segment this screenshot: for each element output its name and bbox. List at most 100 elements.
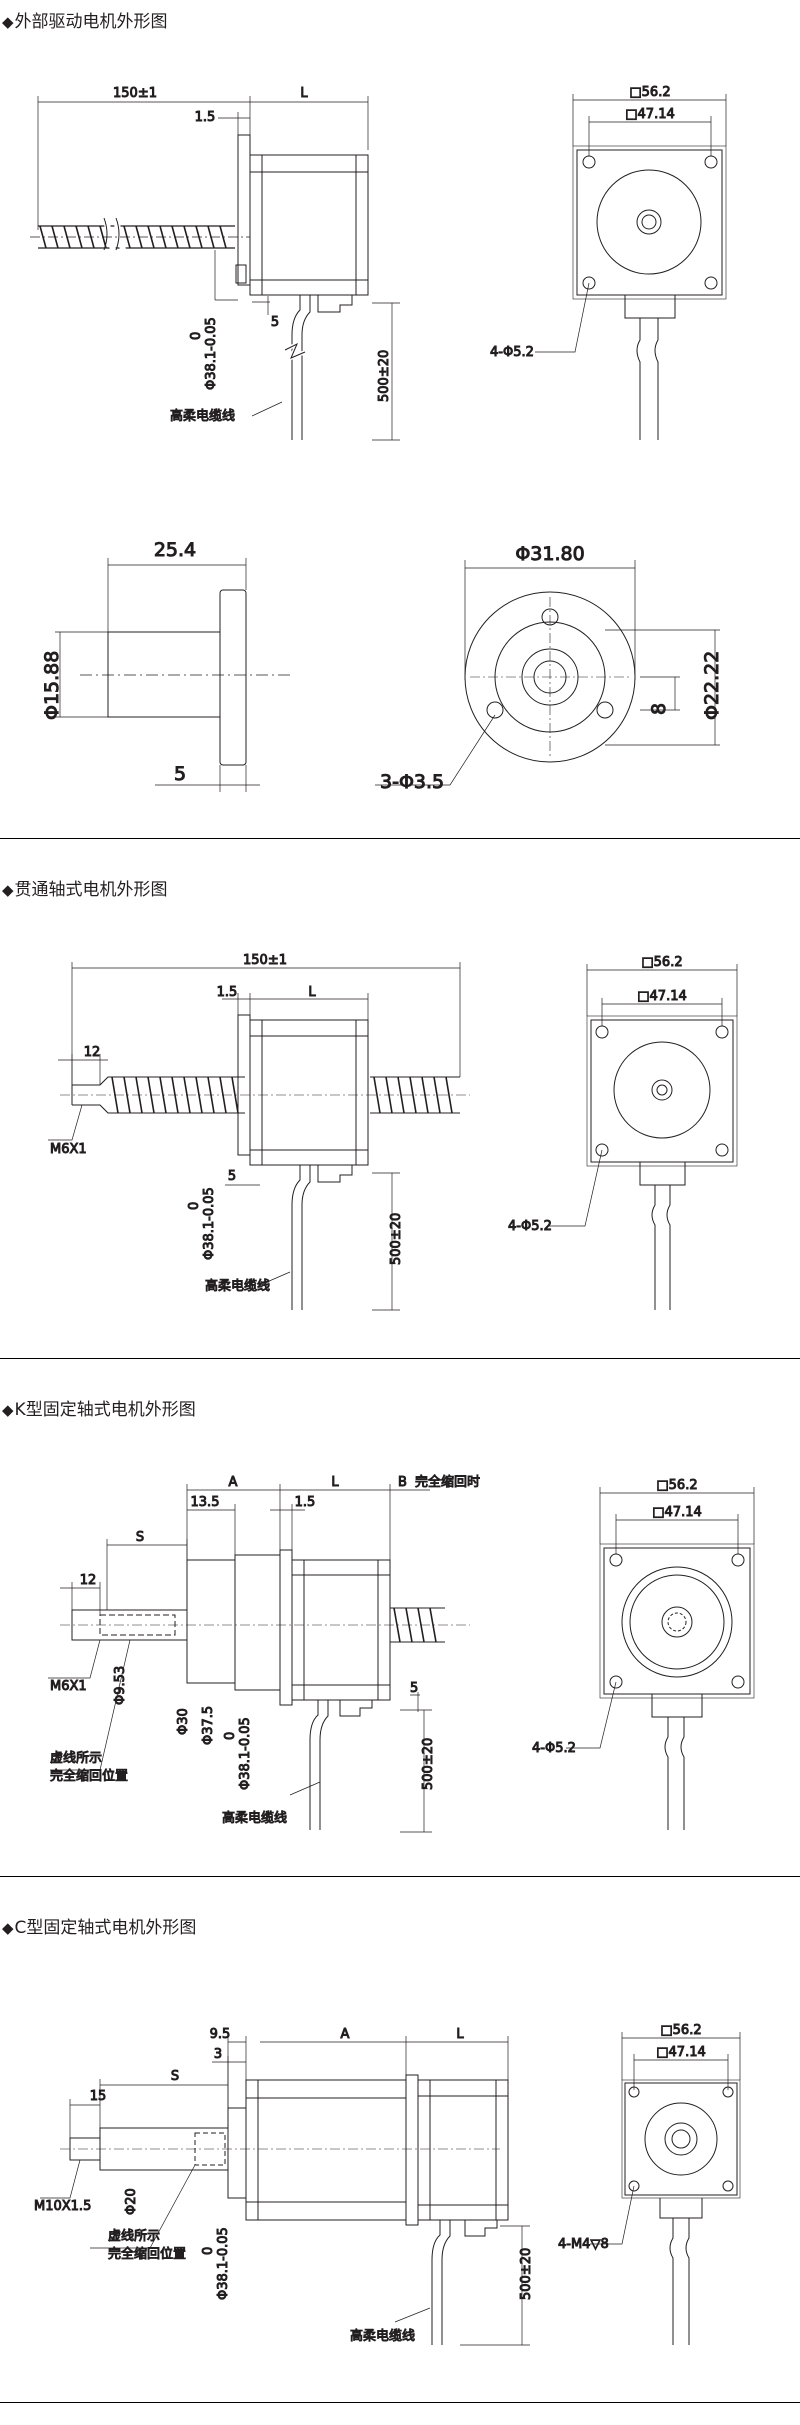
dim-thread: M6X1: [50, 1679, 87, 1694]
nut-flange-dia: Φ31.80: [515, 543, 584, 565]
nut-flange-thk: 5: [174, 763, 186, 785]
dim-pilot-dia: Φ38.1-0.05: [216, 2227, 231, 2300]
dim-pilot-tol: 0: [201, 2247, 216, 2255]
motor-front-view: [621, 2079, 741, 2345]
section-title-k-type: ◆K型固定轴式电机外形图: [2, 1400, 196, 1420]
dim-15: 15: [90, 2089, 107, 2104]
dim-front-outline: □56.2: [656, 1478, 697, 1493]
dim-flange: 1.5: [295, 1495, 316, 1510]
section-title-c-type: ◆C型固定轴式电机外形图: [2, 1918, 197, 1938]
dim-step: 5: [228, 1169, 236, 1184]
note-line-2: 完全缩回位置: [108, 2246, 186, 2262]
nut-front-view: [464, 591, 636, 763]
dim-13-5: 13.5: [191, 1495, 220, 1510]
diamond-bullet-icon: ◆: [2, 1401, 14, 1419]
note-line-1: 虚线所示: [108, 2229, 160, 2244]
cable-label: 高柔电缆线: [222, 1810, 287, 1826]
nut-width: Φ22.22: [701, 651, 723, 720]
dim-front-hole-pitch: □47.14: [652, 1505, 702, 1520]
dim-pilot-tol: 0: [189, 332, 204, 340]
dim-a: A: [229, 1475, 238, 1490]
dim-l: L: [331, 1475, 339, 1490]
dim-front-outline: □56.2: [629, 85, 670, 100]
dim-pilot-dia: Φ38.1-0.05: [202, 1187, 217, 1260]
dim-thread-len: 12: [84, 1045, 101, 1060]
diamond-bullet-icon: ◆: [2, 13, 14, 31]
dim-front-hole-pitch: □47.14: [625, 107, 675, 122]
dim-d30: Φ30: [176, 1708, 191, 1735]
dim-body-length: L: [308, 985, 316, 1000]
dim-cable-length: 500±20: [377, 350, 392, 402]
dim-shaft-length: 150±1: [113, 86, 157, 101]
nut-length: 25.4: [154, 539, 196, 561]
dim-body-length: L: [300, 86, 308, 101]
drawing-lead-nut: 25.4 Φ15.88 5 Φ31.80 Φ22.22 8 3-Φ3.5: [41, 539, 724, 794]
section-divider: [0, 838, 800, 839]
dim-pilot-dia: Φ38.1-0.05: [204, 317, 219, 390]
lead-screw: [60, 1076, 470, 1114]
dim-front-holes: 4-M4▽8: [558, 2237, 609, 2252]
dim-flange: 1.5: [195, 110, 216, 125]
dim-rod-dia: Φ9.53: [113, 1666, 128, 1705]
dim-stroke: S: [136, 1530, 144, 1545]
cable-side: [291, 295, 311, 440]
dim-shaft-length: 150±1: [243, 953, 287, 968]
cable-label: 高柔电缆线: [205, 1278, 270, 1294]
diamond-bullet-icon: ◆: [2, 1919, 14, 1937]
drawing-through-shaft: 150±1 1.5 L 12 M6X1 0 Φ38.1-0.05 5 500±2…: [48, 953, 738, 1311]
motor-front-view: [572, 145, 727, 440]
dim-9-5: 9.5: [210, 2027, 231, 2042]
dim-pilot-tol: 0: [223, 1732, 238, 1740]
note-line-1: 虚线所示: [50, 1751, 102, 1766]
cable-label: 高柔电缆线: [350, 2328, 415, 2344]
dim-rod-dia: Φ20: [124, 2188, 139, 2215]
dim-front-outline: □56.2: [641, 955, 682, 970]
lead-screw: [390, 1607, 445, 1643]
cable-side: [291, 1165, 311, 1310]
drawing-k-type: A L B 完全缩回时 13.5 1.5 S 12 M6X1 Φ9.53 Φ30…: [48, 1474, 755, 1833]
section-title-through-shaft: ◆贯通轴式电机外形图: [2, 880, 168, 900]
nut-holes: 3-Φ3.5: [380, 771, 444, 793]
cable-side: [431, 2220, 451, 2345]
dim-step: 5: [271, 315, 279, 330]
dim-front-hole-pitch: □47.14: [656, 2045, 706, 2060]
motor-body-side: [237, 1014, 369, 1183]
motor-front-view: [586, 1015, 738, 1310]
motor-front-view: [599, 1543, 755, 1830]
dim-b-note: 完全缩回时: [415, 1474, 480, 1490]
cable-side: [309, 1700, 329, 1830]
dim-front-holes: 4-Φ5.2: [532, 1741, 576, 1756]
dim-d37-5: Φ37.5: [201, 1706, 216, 1745]
dim-pilot-tol: 0: [187, 1202, 202, 1210]
note-line-2: 完全缩回位置: [50, 1768, 128, 1784]
nut-side-view: [80, 589, 290, 766]
section-divider: [0, 1358, 800, 1359]
dim-flange: 1.5: [217, 985, 238, 1000]
drawing-external-drive: 150±1 L 1.5 0 Φ38.1-0.05 5 500±20 高柔电缆线 …: [30, 85, 727, 441]
dim-a: A: [341, 2027, 350, 2042]
dim-front-holes: 4-Φ5.2: [508, 1219, 552, 1234]
dim-cable-length: 500±20: [389, 1213, 404, 1265]
dim-l: L: [456, 2027, 464, 2042]
dim-front-hole-pitch: □47.14: [637, 989, 687, 1004]
dim-cable-length: 500±20: [421, 1738, 436, 1790]
motor-body-side: [279, 1549, 391, 1717]
dim-b: B: [398, 1475, 407, 1490]
dim-pilot-dia: Φ38.1-0.05: [238, 1717, 253, 1790]
drawing-c-type: 9.5 A L S 3 15 M10X1.5 Φ20 0 Φ38.1-0.05 …: [34, 2023, 741, 2346]
section-divider: [0, 1876, 800, 1877]
dim-thread: M6X1: [50, 1142, 87, 1157]
nut-dia: Φ15.88: [41, 651, 63, 720]
lead-screw: [30, 217, 250, 255]
cable-label: 高柔电缆线: [170, 408, 235, 424]
nut-offset: 8: [648, 703, 670, 715]
diamond-bullet-icon: ◆: [2, 881, 14, 899]
motor-body-side: [235, 134, 369, 313]
dim-thread: M10X1.5: [34, 2199, 91, 2214]
section-title-external-drive: ◆外部驱动电机外形图: [2, 12, 168, 32]
dim-cable-length: 500±20: [519, 2248, 534, 2300]
section-divider: [0, 2402, 800, 2403]
dim-front-holes: 4-Φ5.2: [490, 345, 534, 360]
motor-body-side: [405, 2074, 509, 2237]
dim-3: 3: [214, 2047, 222, 2062]
